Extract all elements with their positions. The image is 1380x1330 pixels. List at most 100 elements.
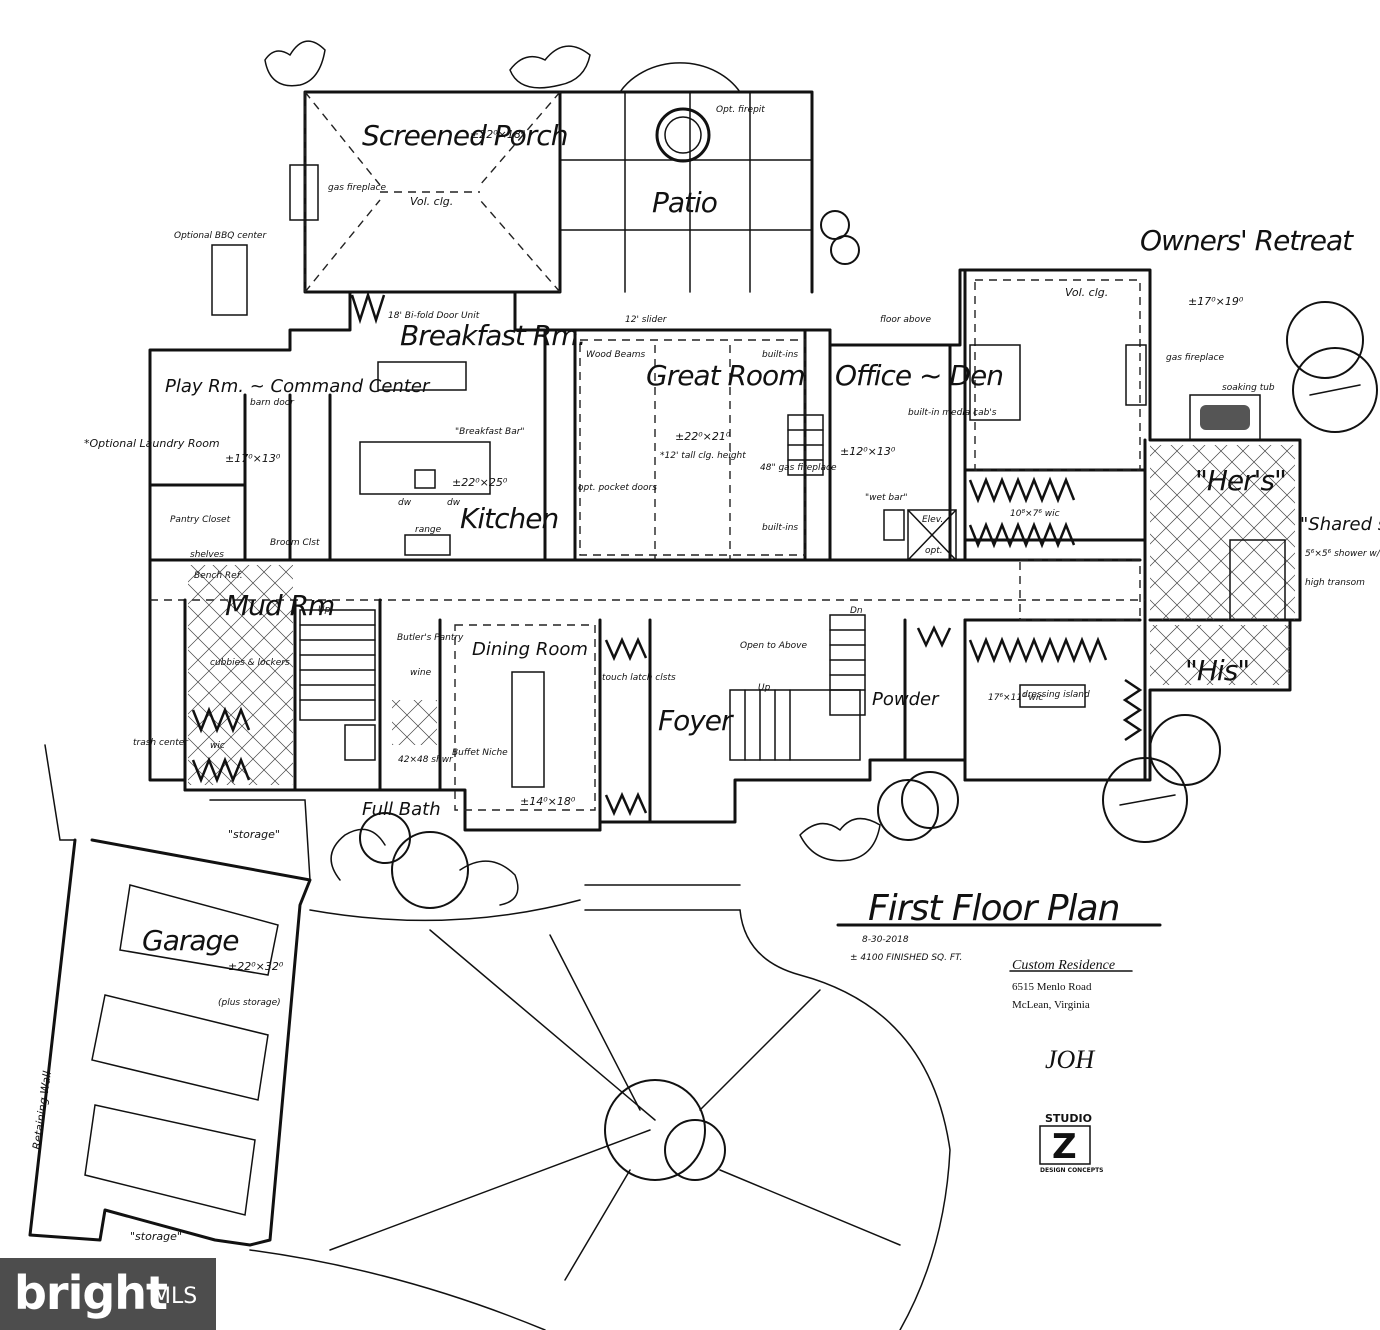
label-foyer: Foyer xyxy=(658,704,734,737)
label-porch-vol: Vol. clg. xyxy=(410,195,453,208)
label-wic-1: 10⁸×7⁶ wic xyxy=(1010,509,1060,519)
label-range: range xyxy=(415,525,442,535)
exterior-walls xyxy=(28,62,1302,1247)
label-bifold: 18' Bi-fold Door Unit xyxy=(388,311,480,321)
label-dw-1: dw xyxy=(398,498,412,508)
label-floor-above: floor above xyxy=(880,315,931,325)
label-owners-fireplace: gas fireplace xyxy=(1166,353,1225,363)
label-hers: "Her's" xyxy=(1195,464,1286,497)
drawing-title: First Floor Plan xyxy=(868,888,1119,929)
label-office: Office ~ Den xyxy=(835,359,1003,392)
label-trash: trash center xyxy=(133,738,189,748)
label-optional-laundry: *Optional Laundry Room xyxy=(84,437,220,450)
label-cubbies: cubbies & lockers xyxy=(210,658,290,668)
label-kitchen-dim: ±22⁰×25⁰ xyxy=(452,476,508,489)
label-storage-2: "storage" xyxy=(130,1230,182,1243)
label-elev-opt: opt. xyxy=(925,546,943,556)
title-block xyxy=(836,923,1162,972)
furniture xyxy=(84,107,1286,1216)
label-owners-dim: ±17⁰×19⁰ xyxy=(1188,295,1244,308)
bright-mls-watermark: bright MLS xyxy=(0,1258,216,1330)
label-shared-shower: "Shared shower" xyxy=(1300,514,1380,535)
dashed-lines xyxy=(304,92,1141,811)
label-wic-2: 17⁶×11⁰ wic xyxy=(988,693,1043,703)
label-wine: wine xyxy=(410,668,432,678)
label-porch-fireplace: gas fireplace xyxy=(328,183,387,193)
logo-sub: DESIGN CONCEPTS xyxy=(1040,1167,1104,1174)
label-slider: 12' slider xyxy=(625,315,668,325)
label-owners-retreat: Owners' Retreat xyxy=(1140,224,1354,257)
label-shelves: shelves xyxy=(190,550,224,560)
label-breakfast-bar: "Breakfast Bar" xyxy=(455,427,525,437)
label-owners-vol: Vol. clg. xyxy=(1065,286,1108,299)
label-breakfast: Breakfast Rm. xyxy=(400,319,585,352)
label-media-cabs: built-in media cab's xyxy=(908,408,997,418)
label-dressing: dressing island xyxy=(1022,690,1090,700)
label-buffet: Buffet Niche xyxy=(452,748,508,758)
room-labels: Screened Porch ±22⁰×18⁰ Vol. clg. gas fi… xyxy=(30,105,1380,1243)
label-office-dim: ±12⁰×13⁰ xyxy=(840,445,896,458)
label-open-above: Open to Above xyxy=(740,641,807,651)
closet-zigzags xyxy=(191,290,1143,817)
label-screened-porch: Screened Porch xyxy=(362,119,567,152)
drawing-date: 8-30-2018 xyxy=(862,935,909,945)
label-pocket-doors: opt. pocket doors xyxy=(578,483,657,493)
label-firepit: Opt. firepit xyxy=(716,105,765,115)
logo-letter: Z xyxy=(1052,1127,1077,1167)
interior-walls xyxy=(148,268,1302,832)
label-touch-latch: touch latch clsts xyxy=(602,673,676,683)
label-dining-dim: ±14⁰×18⁰ xyxy=(520,795,576,808)
label-shower-note: 5⁶×5⁶ shower w/ seat xyxy=(1305,549,1380,559)
label-play-dim: ±17⁰×13⁰ xyxy=(225,452,281,465)
label-his: "His" xyxy=(1185,654,1249,687)
label-high-transom: high transom xyxy=(1305,578,1365,588)
watermark-mls: MLS xyxy=(152,1284,198,1309)
label-wet-bar: "wet bar" xyxy=(865,493,908,503)
label-great-room: Great Room xyxy=(646,359,804,392)
stairs xyxy=(299,414,866,761)
title-texts: First Floor Plan 8-30-2018 ± 4100 FINISH… xyxy=(850,888,1120,1074)
porch-roof xyxy=(304,91,561,293)
label-soaking-tub: soaking tub xyxy=(1222,383,1275,393)
label-garage-dim: ±22⁰×32⁰ xyxy=(228,960,284,973)
label-shower-42: 42×48 shwr xyxy=(398,755,454,765)
project-address: 6515 Menlo Road xyxy=(1012,981,1092,993)
label-dn: Dn xyxy=(850,606,863,616)
landscaping xyxy=(264,40,1378,1181)
label-up: Up xyxy=(318,605,331,615)
label-elev: Elev. xyxy=(922,515,943,525)
logo-studio: STUDIO xyxy=(1045,1112,1092,1125)
drawing-area: ± 4100 FINISHED SQ. FT. xyxy=(850,953,962,963)
label-dining: Dining Room xyxy=(472,639,588,660)
label-retaining-wall: Retaining Wall xyxy=(30,1070,54,1150)
label-kitchen: Kitchen xyxy=(460,502,558,535)
label-bbq: Optional BBQ center xyxy=(174,231,267,241)
label-fireplace-48: 48" gas fireplace xyxy=(760,463,837,473)
studio-z-logo: STUDIO Z DESIGN CONCEPTS xyxy=(1039,1112,1104,1174)
watermark-bright: bright xyxy=(14,1266,168,1320)
label-powder: Powder xyxy=(872,689,940,710)
label-storage-1: "storage" xyxy=(228,828,280,841)
label-broom: Broom Clst xyxy=(270,538,320,548)
label-pantry: Pantry Closet xyxy=(170,515,231,525)
label-mud-room: Mud Rm xyxy=(225,589,334,622)
project-name: Custom Residence xyxy=(1012,958,1115,973)
tile-floors xyxy=(188,445,1295,785)
label-wood-beams: Wood Beams xyxy=(586,350,645,360)
label-patio: Patio xyxy=(652,186,717,219)
driveway xyxy=(249,884,951,1330)
label-plus-storage: (plus storage) xyxy=(218,998,281,1008)
label-butlers: Butler's Pantry xyxy=(397,633,464,643)
label-barn-door: barn door xyxy=(250,398,295,408)
label-great-room-note: *12' tall clg. height xyxy=(660,451,746,461)
label-play-room: Play Rm. ~ Command Center xyxy=(165,376,431,397)
label-great-room-dim: ±22⁰×21⁰ xyxy=(675,430,731,443)
label-garage: Garage xyxy=(142,924,239,957)
signature: JOH xyxy=(1045,1045,1095,1074)
label-bench: Bench Ref. xyxy=(194,571,243,581)
label-built-ins-2: built-ins xyxy=(762,523,798,533)
project-city: McLean, Virginia xyxy=(1012,999,1090,1011)
label-dw-2: dw xyxy=(447,498,461,508)
label-wic-mud: wic xyxy=(210,741,225,751)
